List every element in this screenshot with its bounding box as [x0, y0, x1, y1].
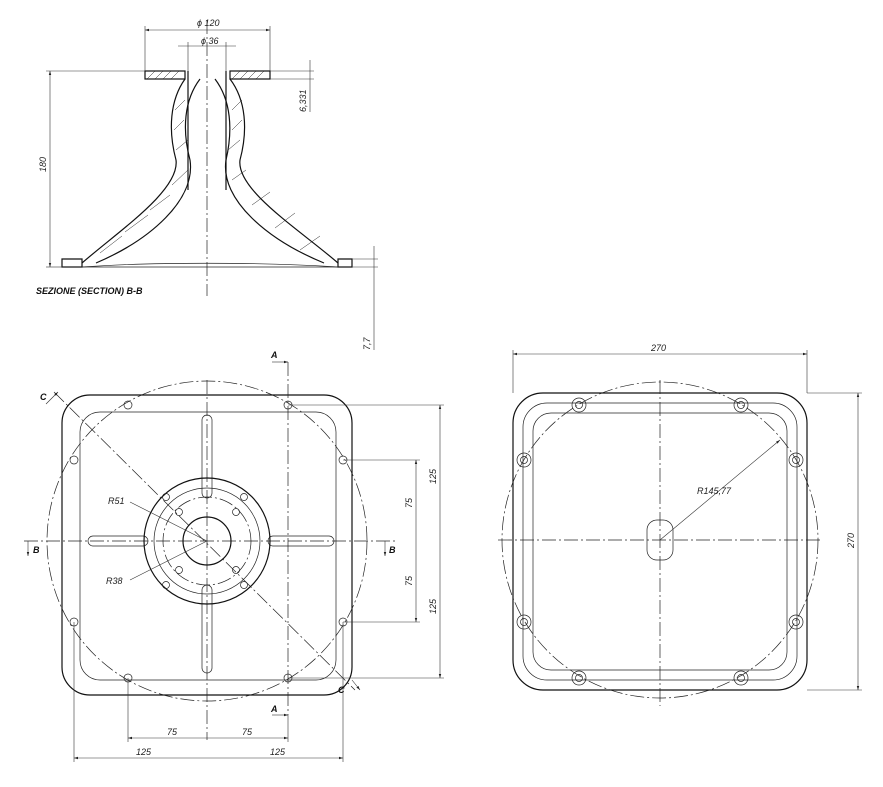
plan-perimeter-holes [69, 400, 348, 683]
rib-left [87, 535, 149, 547]
section-a-top: A [270, 350, 278, 360]
dim-height-270: 270 [846, 533, 856, 549]
bottom-perimeter-holes [516, 397, 804, 686]
base-bottom-curve [81, 262, 339, 268]
section-view: ϕ 120 ϕ 36 6,331 180 7,7 SEZIONE (SECTIO… [36, 18, 378, 350]
dim-r38: R38 [106, 576, 123, 586]
hub-holes [162, 493, 248, 589]
hub-bolt-circle [162, 496, 252, 586]
section-b-left: B [33, 545, 40, 555]
plan-inner-outline [79, 411, 337, 681]
dim-height: 180 [38, 157, 48, 172]
flange-hatching [146, 70, 265, 80]
dim-bottom-75-left: 75 [167, 727, 178, 737]
rib-top [201, 414, 213, 499]
shell-hatching [99, 99, 321, 254]
section-c-top: C [40, 392, 47, 402]
hub-outer-circle [143, 477, 271, 605]
hub-mid-circle [153, 487, 261, 595]
shell-inner-left [95, 78, 201, 264]
dim-right-75-bottom: 75 [404, 575, 414, 586]
dim-width: 270 [650, 343, 666, 353]
dim-base-thickness: 7,7 [362, 336, 372, 350]
section-b-right: B [389, 545, 396, 555]
dim-inner-diameter: ϕ 36 [201, 36, 219, 46]
flange-right [229, 70, 271, 80]
base-right-foot [337, 258, 353, 268]
hub-bore [182, 516, 232, 566]
section-a-bottom: A [270, 704, 278, 714]
shell-outer-left [81, 78, 186, 264]
section-c-bottom: C [338, 685, 345, 695]
shell-inner-right [214, 78, 325, 264]
dim-radius: R145,77 [697, 486, 732, 496]
dim-top-diameter: ϕ 120 [197, 18, 220, 28]
dim-bottom-75-right: 75 [242, 727, 253, 737]
dim-flange-thickness: 6,331 [298, 89, 308, 112]
plan-view: R51 R38 A A B B C C 125 75 75 125 75 [24, 350, 444, 762]
dim-right-75-top: 75 [404, 497, 414, 508]
dim-bottom-125-right: 125 [270, 747, 286, 757]
bottom-view: R145,77 270 270 [498, 343, 862, 706]
shell-outer-right [229, 78, 339, 264]
base-left-foot [61, 258, 83, 268]
section-title: SEZIONE (SECTION) B-B [36, 286, 143, 296]
dim-r51: R51 [108, 496, 125, 506]
dim-right-125-top: 125 [428, 468, 438, 484]
flange-left [144, 70, 186, 80]
plan-section-c-line [53, 391, 356, 691]
dim-bottom-125-left: 125 [136, 747, 152, 757]
rib-right [267, 535, 335, 547]
bottom-center-hub [646, 519, 674, 561]
dim-right-125-bottom: 125 [428, 598, 438, 614]
